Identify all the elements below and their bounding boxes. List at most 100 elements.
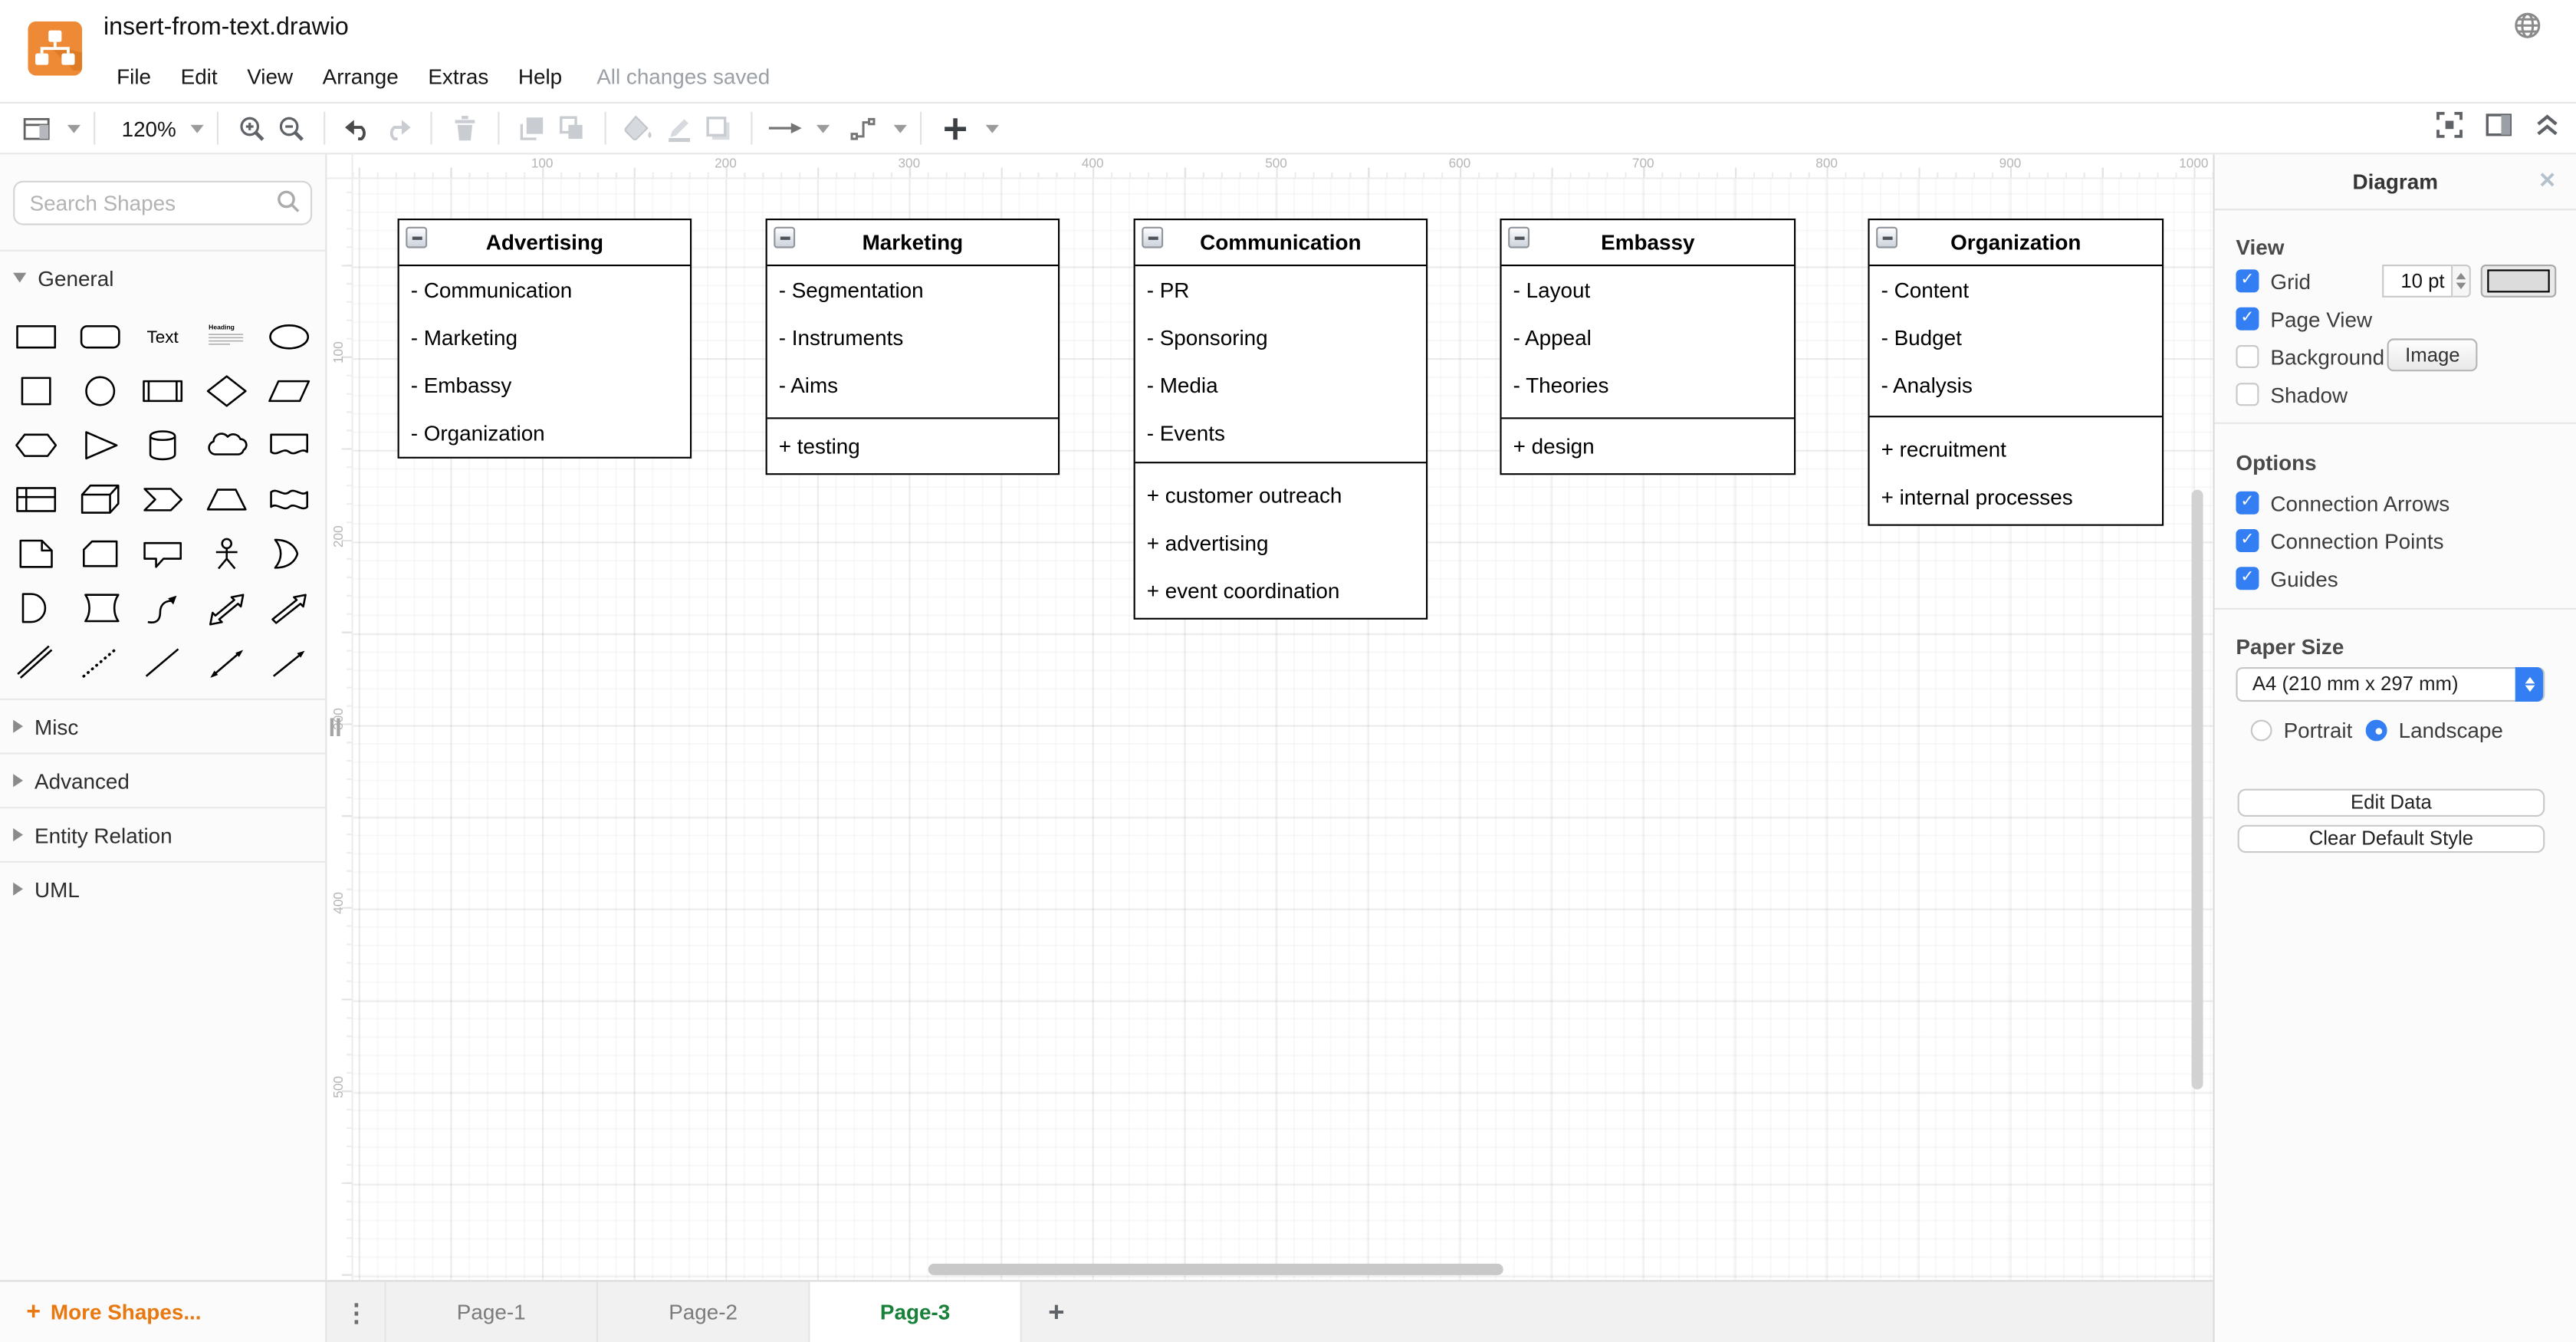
sidebar-section-uml[interactable]: UML <box>0 860 326 916</box>
menu-extras[interactable]: Extras <box>428 64 489 89</box>
landscape-radio-row[interactable]: Landscape <box>2365 716 2503 742</box>
zoom-in-button[interactable] <box>232 108 271 147</box>
menu-help[interactable]: Help <box>518 64 563 89</box>
background-checkbox-row[interactable]: Background <box>2236 344 2384 370</box>
shape-bidirectional-connector-icon[interactable] <box>195 634 257 689</box>
shape-note-icon[interactable] <box>5 526 67 581</box>
shape-square-icon[interactable] <box>5 363 67 418</box>
collapse-minus-icon[interactable] <box>1508 226 1530 248</box>
collapse-minus-icon[interactable] <box>774 226 796 248</box>
collapse-minus-icon[interactable] <box>1876 226 1898 248</box>
vertical-scrollbar[interactable] <box>2191 489 2203 1090</box>
shadow-button[interactable] <box>698 108 738 147</box>
background-image-button[interactable]: Image <box>2387 338 2479 372</box>
zoom-out-button[interactable] <box>271 108 310 147</box>
diagram-box-embassy[interactable]: Embassy - Layout - Appeal - Theories + desig… <box>1500 219 1796 475</box>
waypoint-style-button[interactable] <box>843 108 882 147</box>
view-panels-caret-icon[interactable] <box>67 123 80 133</box>
connection-style-button[interactable] <box>766 108 805 147</box>
shape-curve-icon[interactable] <box>131 580 193 634</box>
collapse-minus-icon[interactable] <box>406 226 428 248</box>
shape-line-icon[interactable] <box>131 634 193 689</box>
shape-callout-icon[interactable] <box>131 526 193 581</box>
diagram-box-communication[interactable]: Communication - PR - Sponsoring - Media - Ev… <box>1133 219 1428 620</box>
grid-size-stepper[interactable] <box>2453 265 2471 298</box>
box-item[interactable]: - Instruments <box>778 325 904 350</box>
box-item[interactable]: - PR <box>1146 278 1190 303</box>
to-back-button[interactable] <box>553 108 592 147</box>
format-panel-toggle-icon[interactable] <box>2486 113 2512 144</box>
box-item[interactable]: - Analysis <box>1881 373 1973 398</box>
shape-directional-connector-icon[interactable] <box>258 634 320 689</box>
box-item[interactable]: - Embassy <box>410 373 512 398</box>
view-panels-button[interactable] <box>16 108 55 147</box>
shape-data-storage-icon[interactable] <box>68 580 130 634</box>
waypoint-style-caret-icon[interactable] <box>894 123 908 133</box>
collapse-toolbar-icon[interactable] <box>2535 113 2559 144</box>
shape-step-icon[interactable] <box>131 472 193 526</box>
grid-checkbox[interactable]: ✓ <box>2236 269 2259 293</box>
shape-process-icon[interactable] <box>131 363 193 418</box>
menu-view[interactable]: View <box>247 64 294 89</box>
box-item[interactable]: - Aims <box>778 373 839 398</box>
page-view-checkbox[interactable]: ✓ <box>2236 307 2259 331</box>
grid-checkbox-row[interactable]: ✓ Grid <box>2236 268 2311 294</box>
drawing-grid[interactable]: Advertising- Communication- Marketing- E… <box>353 179 2213 1281</box>
option-checkbox[interactable]: ✓ <box>2236 491 2259 515</box>
box-title[interactable]: Marketing <box>767 220 1058 267</box>
diagram-box-marketing[interactable]: Marketing - Segmentation - Instruments - Ai… <box>765 219 1060 475</box>
shape-ellipse-icon[interactable] <box>258 309 320 363</box>
horizontal-scrollbar[interactable] <box>928 1263 1503 1275</box>
box-item[interactable]: - Content <box>1881 278 1970 303</box>
shape-textbox-icon[interactable]: Heading <box>195 309 257 363</box>
diagram-box-organization[interactable]: Organization- Content- Budget- Analysis+… <box>1868 219 2164 526</box>
close-icon[interactable]: ✕ <box>2538 167 2557 192</box>
shape-internal-storage-icon[interactable] <box>5 472 67 526</box>
option-row-connection-arrows[interactable]: ✓Connection Arrows <box>2236 490 2450 516</box>
stepper-down-icon[interactable] <box>2456 282 2466 290</box>
more-shapes-button[interactable]: + More Shapes... <box>26 1298 202 1327</box>
box-item[interactable]: + design <box>1513 433 1595 459</box>
box-item[interactable]: + advertising <box>1146 531 1269 556</box>
page-tab-page-1[interactable]: Page-1 <box>384 1281 598 1342</box>
box-item[interactable]: + event coordination <box>1146 578 1340 604</box>
box-item[interactable]: - Events <box>1146 420 1225 446</box>
sidebar-section-misc[interactable]: Misc <box>0 698 326 753</box>
shape-circle-icon[interactable] <box>68 363 130 418</box>
shape-rectangle-icon[interactable] <box>5 309 67 363</box>
shape-cube-icon[interactable] <box>68 472 130 526</box>
diagram-box-advertising[interactable]: Advertising- Communication- Marketing- E… <box>397 219 692 459</box>
connection-style-caret-icon[interactable] <box>816 123 830 133</box>
menu-arrange[interactable]: Arrange <box>322 64 399 89</box>
box-title[interactable]: Embassy <box>1501 220 1794 267</box>
search-shapes-input[interactable] <box>13 180 313 225</box>
grid-size-input[interactable]: 10 pt <box>2382 265 2453 298</box>
shape-and-icon[interactable] <box>5 580 67 634</box>
box-item[interactable]: - Theories <box>1513 373 1609 398</box>
pages-menu-button[interactable]: ⋮ <box>327 1281 386 1342</box>
sidebar-section-advanced[interactable]: Advanced <box>0 752 326 807</box>
line-color-button[interactable] <box>659 108 698 147</box>
box-item[interactable]: - Appeal <box>1513 325 1592 350</box>
box-item[interactable]: - Sponsoring <box>1146 325 1268 350</box>
shape-cylinder-icon[interactable] <box>131 417 193 472</box>
edit-data-button[interactable]: Edit Data <box>2237 788 2545 817</box>
page-tab-page-3[interactable]: Page-3 <box>808 1281 1022 1342</box>
box-title[interactable]: Communication <box>1135 220 1426 267</box>
shape-hexagon-icon[interactable] <box>5 417 67 472</box>
box-item[interactable]: - Segmentation <box>778 278 924 303</box>
undo-button[interactable] <box>339 108 378 147</box>
box-item[interactable]: - Media <box>1146 373 1218 398</box>
shape-cloud-icon[interactable] <box>195 417 257 472</box>
shape-rounded-rectangle-icon[interactable] <box>68 309 130 363</box>
shape-tape-icon[interactable] <box>258 472 320 526</box>
language-globe-icon[interactable] <box>2514 12 2542 48</box>
add-page-button[interactable]: + <box>1022 1281 1091 1342</box>
box-item[interactable]: - Marketing <box>410 325 518 350</box>
zoom-caret-icon[interactable] <box>191 123 205 133</box>
shape-link-icon[interactable] <box>5 634 67 689</box>
box-item[interactable]: - Layout <box>1513 278 1591 303</box>
box-item[interactable]: - Budget <box>1881 325 1962 350</box>
sidebar-resize-handle[interactable] <box>330 718 340 736</box>
box-item[interactable]: + recruitment <box>1881 437 2006 462</box>
